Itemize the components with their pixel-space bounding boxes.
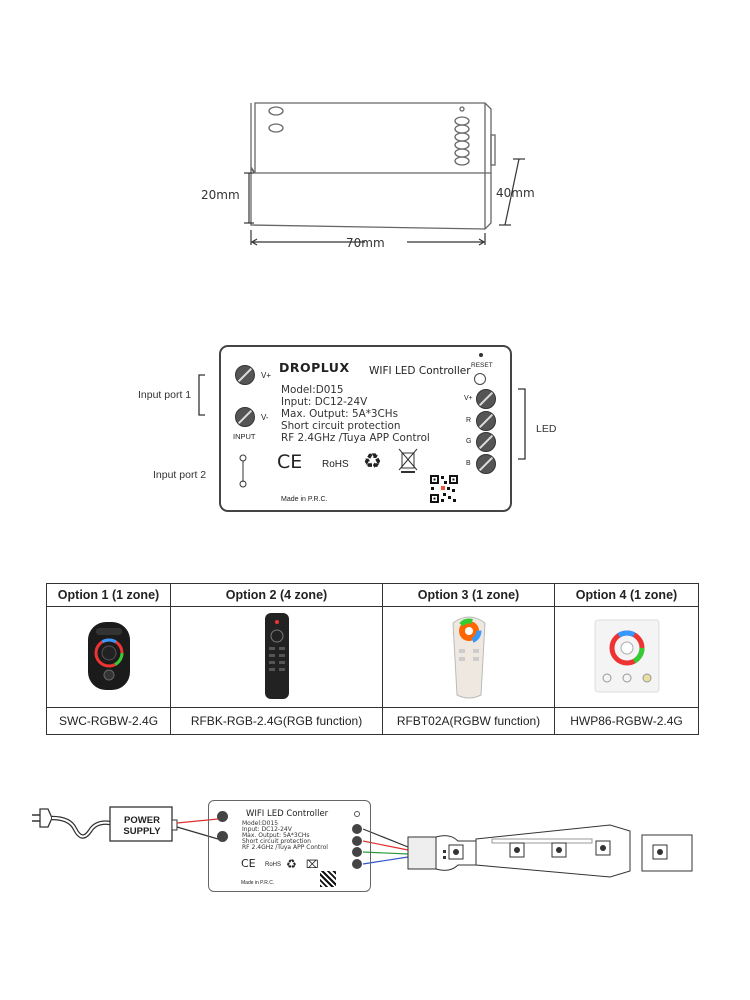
wiring-controller: WIFI LED Controller Model:D015 Input: DC… (208, 800, 371, 892)
out-b-label: B (466, 460, 471, 467)
qr-code (429, 474, 459, 504)
spec-rf: RF 2.4GHz /Tuya APP Control (281, 432, 430, 444)
wiring-spec-input: Input: DC12-24V (242, 826, 292, 833)
wiring-spec-output: Max. Output: 5A*3CHs (242, 832, 310, 839)
wiring-spec-rf: RF 2.4GHz /Tuya APP Control (242, 844, 328, 851)
out-g-label: G (466, 438, 472, 445)
option-1-header: Option 1 (1 zone) (46, 583, 171, 607)
spec-output: Max. Output: 5A*3CHs (281, 408, 398, 420)
wiring-out-r (352, 836, 362, 846)
dc-jack-icon (239, 454, 247, 488)
power-supply-label: POWER SUPPLY (123, 815, 161, 837)
input-v-minus-terminal (235, 407, 255, 427)
wiring-qr-code (320, 871, 336, 887)
reset-label: RESET (471, 362, 493, 369)
input-label: INPUT (233, 432, 256, 441)
wiring-input-v-minus (217, 831, 228, 842)
controller-title: WIFI LED Controller (369, 365, 471, 377)
wiring-recycle-icon: ♻ (286, 857, 297, 871)
wiring-input-v-plus (217, 811, 228, 822)
wiring-out-g (352, 847, 362, 857)
input-v-plus-label: V+ (261, 371, 272, 380)
option-2-model: RFBK-RGB-2.4G(RGB function) (170, 707, 383, 735)
wiring-spec-protection: Short circuit protection (242, 838, 311, 845)
wiring-reset-button (354, 811, 360, 817)
wiring-controller-title: WIFI LED Controller (246, 809, 329, 819)
dimension-drawing (244, 102, 525, 246)
spec-protection: Short circuit protection (281, 420, 401, 432)
touch-remote-image (87, 621, 130, 690)
out-v-plus-label: V+ (464, 395, 473, 402)
led-strip (407, 824, 693, 878)
wiring-rohs-mark: RoHS (265, 862, 282, 868)
input-v-minus-label: V- (261, 413, 269, 422)
power-supply-box (109, 806, 173, 842)
remote-holder-image (451, 616, 486, 698)
made-in-label: Made in P.R.C. (281, 496, 328, 503)
option-1-model: SWC-RGBW-2.4G (46, 707, 171, 735)
height-dimension: 20mm (201, 188, 240, 202)
option-4-image-cell (554, 606, 699, 708)
option-3-model: RFBT02A(RGBW function) (382, 707, 555, 735)
spec-input: Input: DC12-24V (281, 396, 368, 408)
wall-panel-image (594, 619, 659, 692)
led-label: LED (536, 423, 557, 435)
width-dimension: 70mm (346, 236, 385, 250)
output-g-terminal (476, 432, 496, 452)
wiring-out-v-plus (352, 824, 362, 834)
weee-bin-icon (398, 448, 418, 473)
reset-button[interactable] (474, 373, 486, 385)
output-v-plus-terminal (476, 389, 496, 409)
options-table: Option 1 (1 zone) Option 2 (4 zone) Opti… (46, 583, 699, 735)
input-port-2-label: Input port 2 (153, 469, 207, 481)
brand-logo: DROPLUX (279, 360, 350, 375)
wiring-out-b (352, 859, 362, 869)
depth-dimension: 40mm (496, 186, 535, 200)
wiring-diagram (32, 806, 693, 878)
out-r-label: R (466, 417, 472, 424)
controller-panel: V+ V- INPUT DROPLUX WIFI LED Controller … (219, 345, 512, 512)
input-port-1-bracket (198, 374, 205, 416)
power-plug-icon (32, 808, 53, 828)
slim-remote-image (264, 612, 289, 699)
wiring-ce-mark: CE (241, 857, 256, 870)
status-led-dot (479, 353, 483, 357)
spec-model: Model:D015 (281, 384, 344, 396)
wiring-spec-model: Model:D015 (242, 820, 279, 827)
input-v-plus-terminal (235, 365, 255, 385)
option-3-header: Option 3 (1 zone) (382, 583, 555, 607)
ce-mark: CE (277, 451, 303, 473)
option-2-header: Option 2 (4 zone) (170, 583, 383, 607)
option-4-header: Option 4 (1 zone) (554, 583, 699, 607)
option-1-image-cell (46, 606, 171, 708)
wiring-made-in-label: Made in P.R.C. (241, 880, 275, 886)
output-r-terminal (476, 411, 496, 431)
recycle-icon: ♻ (363, 449, 382, 473)
option-4-model: HWP86-RGBW-2.4G (554, 707, 699, 735)
input-port-1-label: Input port 1 (138, 389, 192, 401)
led-bracket (518, 388, 526, 460)
rohs-mark: RoHS (322, 459, 349, 470)
wiring-weee-icon: ⌧ (306, 858, 319, 871)
output-b-terminal (476, 454, 496, 474)
option-3-image-cell (382, 606, 555, 708)
option-2-image-cell (170, 606, 383, 708)
